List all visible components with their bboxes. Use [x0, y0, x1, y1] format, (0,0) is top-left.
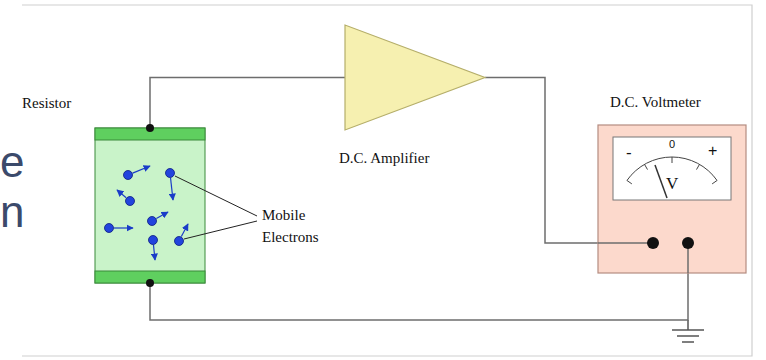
- terminal-dot: [146, 124, 154, 132]
- voltmeter-symbol: D.C. Voltmeter-0+V: [598, 125, 746, 273]
- slide-text-fragment: e: [0, 140, 24, 184]
- amplifier-triangle: [345, 25, 485, 130]
- resistor-body: [95, 128, 205, 283]
- callout-label: Mobile Electrons: [262, 204, 342, 248]
- electron-dot: [126, 197, 135, 206]
- amplifier-symbol: D.C. Amplifier: [345, 25, 485, 175]
- meter-terminal: [682, 237, 694, 249]
- scale-tick: [672, 157, 673, 163]
- resistor-symbol: Resistor: [95, 128, 205, 283]
- meter-terminal: [647, 237, 659, 249]
- electron-arrow: [117, 190, 126, 198]
- ground-bar: [672, 329, 704, 331]
- electron-arrow: [156, 212, 168, 219]
- electron-arrow: [181, 224, 188, 237]
- electron-arrow: [153, 245, 155, 260]
- electron-arrow: [171, 178, 173, 200]
- internal-wire: [598, 242, 653, 244]
- meter-needle: [655, 165, 667, 198]
- wire: [150, 273, 688, 320]
- ground-symbol: [672, 320, 704, 342]
- component-label: D.C. Amplifier: [339, 150, 429, 167]
- electron-dot: [149, 236, 158, 245]
- electron-arrow: [133, 166, 150, 173]
- electron-dot: [148, 217, 157, 226]
- meter-face: [613, 137, 731, 200]
- leader-line: [175, 176, 257, 216]
- component-label: D.C. Voltmeter: [610, 94, 701, 111]
- terminal-dot: [146, 279, 154, 287]
- meter-housing: [598, 125, 746, 273]
- wire: [150, 78, 345, 129]
- scale-tick: [627, 180, 632, 183]
- electron-dot: [166, 169, 175, 178]
- slide-text-fragment: n: [0, 190, 24, 234]
- slide-frame: [22, 5, 752, 356]
- ground-bar: [682, 341, 694, 343]
- leader-line: [184, 221, 257, 239]
- scale-tick: [712, 180, 717, 183]
- ground-lead: [687, 320, 689, 330]
- ground-bar: [677, 335, 699, 337]
- wire: [485, 78, 598, 244]
- scale-number: 0: [669, 138, 675, 151]
- electron-dot: [175, 237, 184, 246]
- scale-sign: +: [708, 142, 717, 160]
- electron-dot: [124, 171, 133, 180]
- electron-arrow: [114, 227, 133, 228]
- scale-tick: [697, 164, 700, 169]
- component-label: Resistor: [22, 95, 71, 112]
- scale-tick: [645, 164, 648, 169]
- unit-symbol: V: [666, 174, 678, 194]
- meter-dial: - 0 + V: [613, 137, 731, 200]
- scale-sign: -: [626, 143, 632, 163]
- resistor-symbol-outline: [95, 128, 205, 283]
- electron-dot: [105, 224, 114, 233]
